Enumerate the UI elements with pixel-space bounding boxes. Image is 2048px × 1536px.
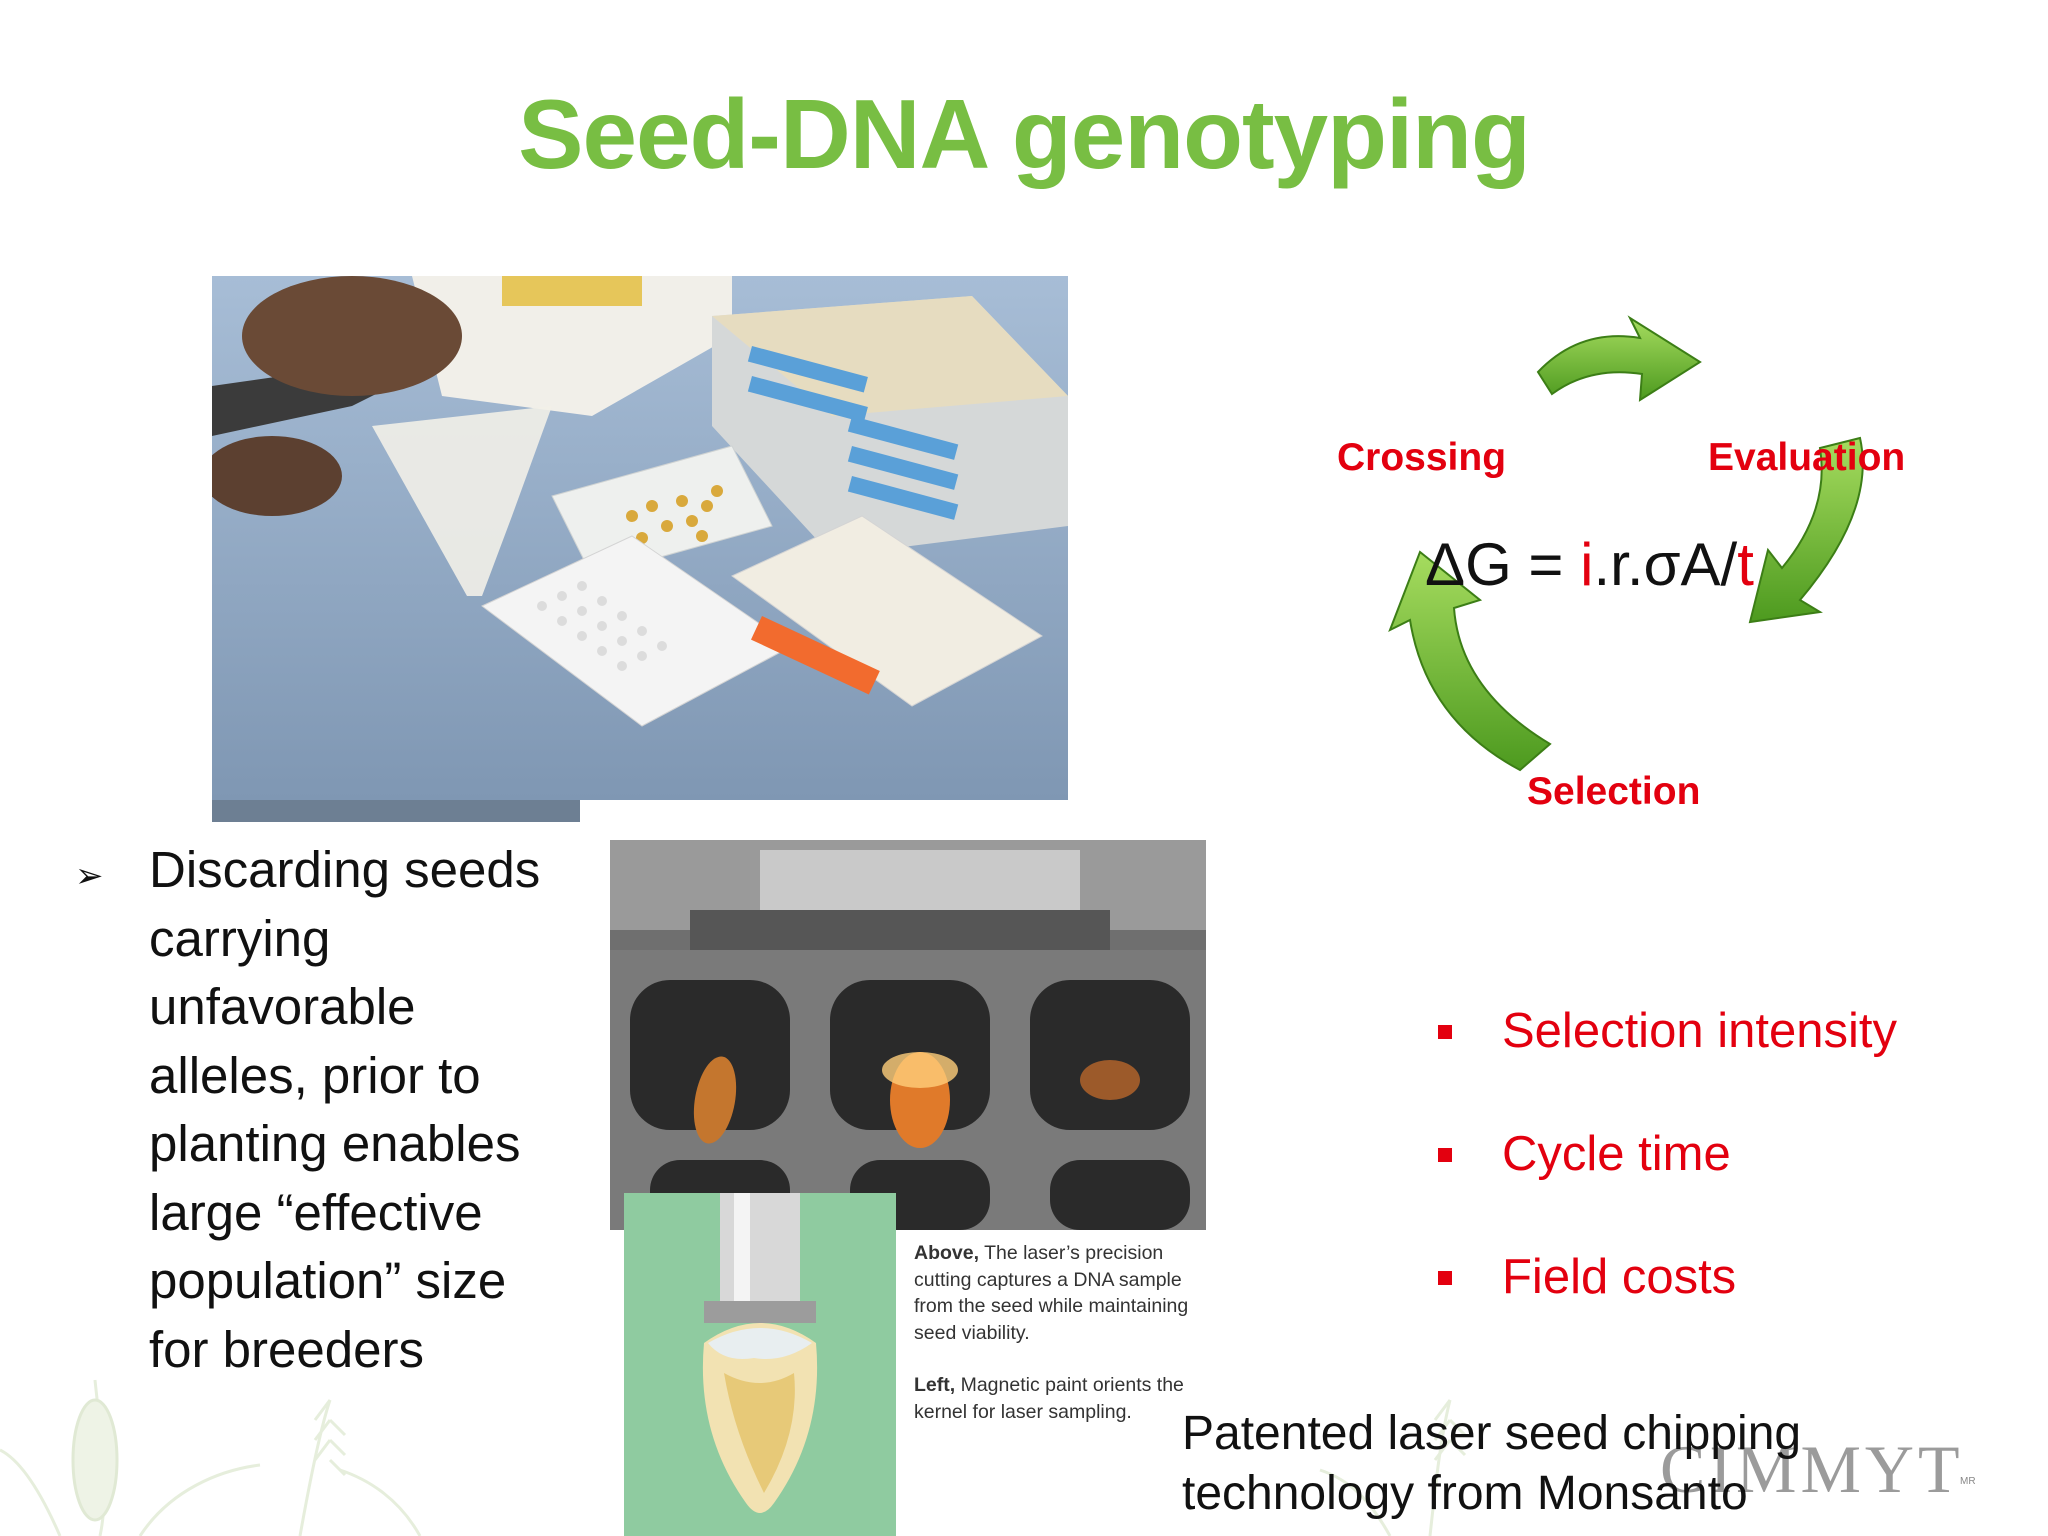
slide-title: Seed-DNA genotyping [518, 79, 1531, 189]
crop-watermark-right [1319, 1399, 1467, 1536]
patent-note: Patented laser seed chipping technology … [1182, 1404, 1802, 1524]
lab-bench-illustration [212, 276, 1068, 800]
selection-label: Selection [1527, 770, 1701, 813]
square-bullet-icon [1438, 1025, 1452, 1039]
laser-station-illustration [610, 840, 1206, 1230]
square-bullet-icon [1438, 1148, 1452, 1162]
genetic-gain-formula: ΔG = i.r.σA/t [1425, 530, 1754, 599]
photo-edge-strip [212, 800, 580, 822]
formula-middle: .r.σA/ [1593, 531, 1738, 598]
crop-watermark-left [0, 1379, 422, 1536]
bullet-line: alleles, prior to [149, 1046, 481, 1104]
square-bullet-icon [1438, 1271, 1452, 1285]
patent-line: Patented laser seed chipping [1182, 1407, 1802, 1460]
lab-bench-photo [212, 276, 1068, 800]
arrowhead-bullet-icon: ➢ [75, 857, 104, 895]
formula-time: t [1737, 531, 1754, 598]
bullet-line: large “effective [149, 1183, 483, 1241]
kernel-illustration [624, 1193, 896, 1536]
bullet-line: unfavorable [149, 978, 416, 1035]
crossing-label: Crossing [1337, 436, 1507, 479]
logo-trademark: MR [1960, 1476, 1976, 1487]
caption-above-lead: Above, [914, 1242, 980, 1264]
right-bullet-text: Selection intensity [1502, 1004, 1897, 1058]
breeding-cycle-diagram [1388, 315, 1864, 772]
right-bullet-text: Cycle time [1502, 1127, 1731, 1181]
right-bullet-text: Field costs [1502, 1250, 1737, 1304]
formula-prefix: ΔG = [1425, 531, 1581, 598]
bullet-line: Discarding seeds [149, 841, 541, 898]
bullet-line: population” size [149, 1252, 507, 1309]
caption-left-text: Magnetic paint orients the kernel for la… [914, 1374, 1184, 1423]
bullet-line: planting enables [149, 1115, 521, 1172]
caption-left: Left, Magnetic paint orients the kernel … [914, 1372, 1214, 1425]
left-cycle-arrow [1388, 550, 1552, 772]
top-cycle-arrow [1536, 315, 1702, 402]
bullet-line: carrying [149, 909, 331, 967]
formula-intensity: i [1580, 531, 1594, 598]
kernel-magnet-photo [624, 1193, 896, 1536]
bullet-line: for breeders [149, 1320, 424, 1378]
photo-caption: Above, The laser’s precision cutting cap… [914, 1240, 1214, 1451]
patent-line: technology from Monsanto [1182, 1467, 1748, 1520]
caption-above-text: The laser’s precision cutting captures a… [914, 1242, 1189, 1344]
cimmyt-logo: CIMMYT [1660, 1431, 1964, 1507]
right-cycle-arrow [1748, 436, 1864, 624]
caption-left-lead: Left, [914, 1374, 956, 1396]
caption-above: Above, The laser’s precision cutting cap… [914, 1240, 1214, 1346]
laser-chipping-photo [610, 840, 1206, 1230]
left-bullet-text: Discarding seeds carrying unfavorable al… [149, 836, 669, 1384]
evaluation-label: Evaluation [1708, 436, 1906, 479]
